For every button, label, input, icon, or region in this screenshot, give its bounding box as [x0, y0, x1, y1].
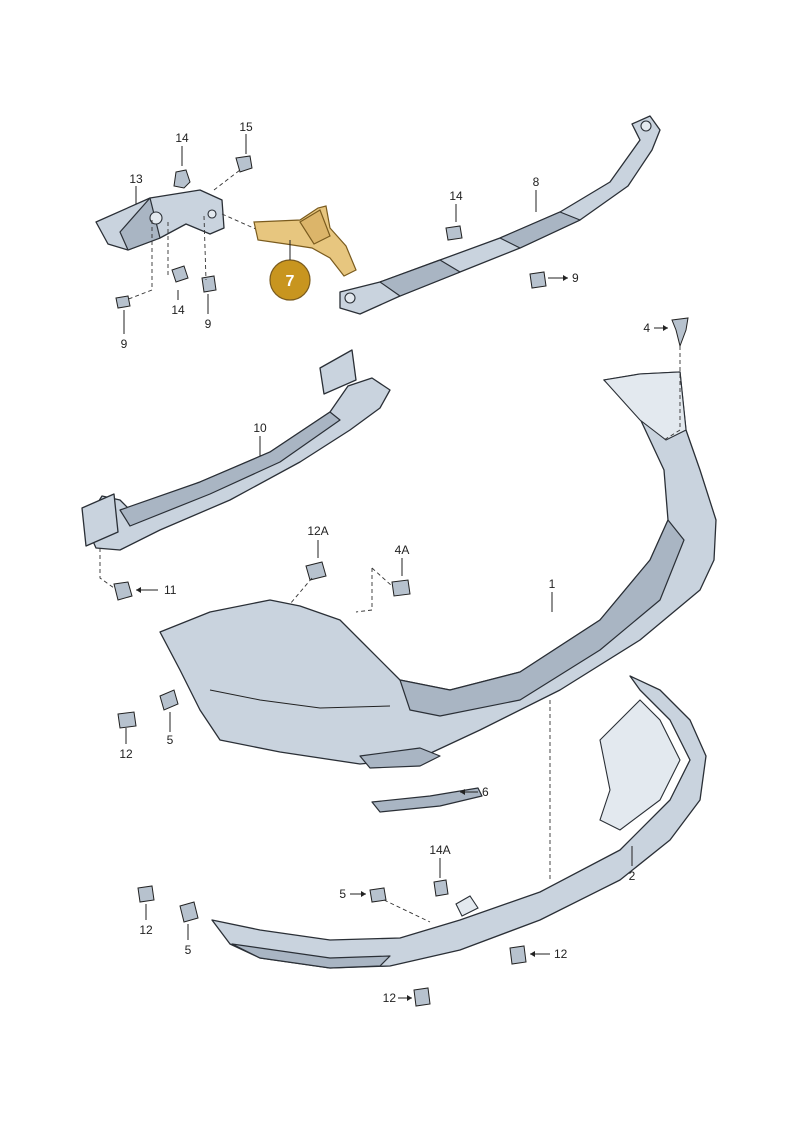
bolt-12A: [305, 561, 327, 581]
nut-14-top: [173, 169, 191, 189]
screw-4: [671, 317, 689, 348]
label-4: 4: [643, 321, 650, 335]
bolt-15: [235, 155, 253, 173]
label-6: 6: [482, 785, 489, 799]
part-10-reinforcement-bar: [81, 349, 391, 551]
label-14-top: 14: [175, 131, 189, 145]
nut-14-right: [445, 225, 463, 241]
label-12-bottom: 12: [383, 991, 397, 1005]
bolt-9-right: [529, 271, 547, 289]
part-5-clip-left: [159, 689, 179, 711]
label-15: 15: [239, 120, 253, 134]
label-14-right: 14: [449, 189, 463, 203]
label-9-right: 9: [572, 271, 579, 285]
label-4A: 4A: [395, 543, 410, 557]
label-9-left: 9: [121, 337, 128, 351]
bolt-4A: [391, 579, 411, 597]
part-7-bracket-highlighted: [253, 205, 357, 277]
label-11: 11: [164, 583, 177, 597]
label-5-left: 5: [167, 733, 174, 747]
label-13: 13: [129, 172, 143, 186]
part-5-clip-lower: [179, 901, 199, 923]
bolt-9-left: [115, 295, 131, 309]
bolt-12-bottom: [413, 987, 431, 1007]
label-1: 1: [549, 577, 556, 591]
callout-7-label: 7: [286, 273, 295, 290]
label-10: 10: [253, 421, 267, 435]
label-14-mid: 14: [171, 303, 185, 317]
bolt-12-left: [117, 711, 137, 729]
label-12-lower-left: 12: [139, 923, 153, 937]
part-8-long-bracket: [339, 115, 661, 315]
bolt-12-lower-left: [137, 885, 155, 903]
label-2: 2: [629, 869, 636, 883]
nut-11: [113, 581, 133, 601]
bolt-9-mid: [201, 275, 217, 293]
part-1-bumper-cover: [159, 371, 717, 769]
nut-14A: [433, 879, 449, 897]
part-6-reflector: [371, 787, 483, 813]
label-14A: 14A: [429, 843, 450, 857]
bolt-12-lower-right: [509, 945, 527, 965]
part-5-clip-mid: [369, 887, 387, 903]
label-8: 8: [533, 175, 540, 189]
callout-7: 7: [269, 259, 311, 301]
label-12-lower-right: 12: [554, 947, 568, 961]
label-9-mid: 9: [205, 317, 212, 331]
label-5-lower: 5: [185, 943, 192, 957]
nut-14-mid: [171, 265, 189, 283]
part-2-lower-spoiler: [211, 675, 707, 969]
label-12A: 12A: [307, 524, 328, 538]
part-13-bracket: [95, 189, 225, 251]
label-12-left: 12: [119, 747, 133, 761]
label-5-mid: 5: [339, 887, 346, 901]
